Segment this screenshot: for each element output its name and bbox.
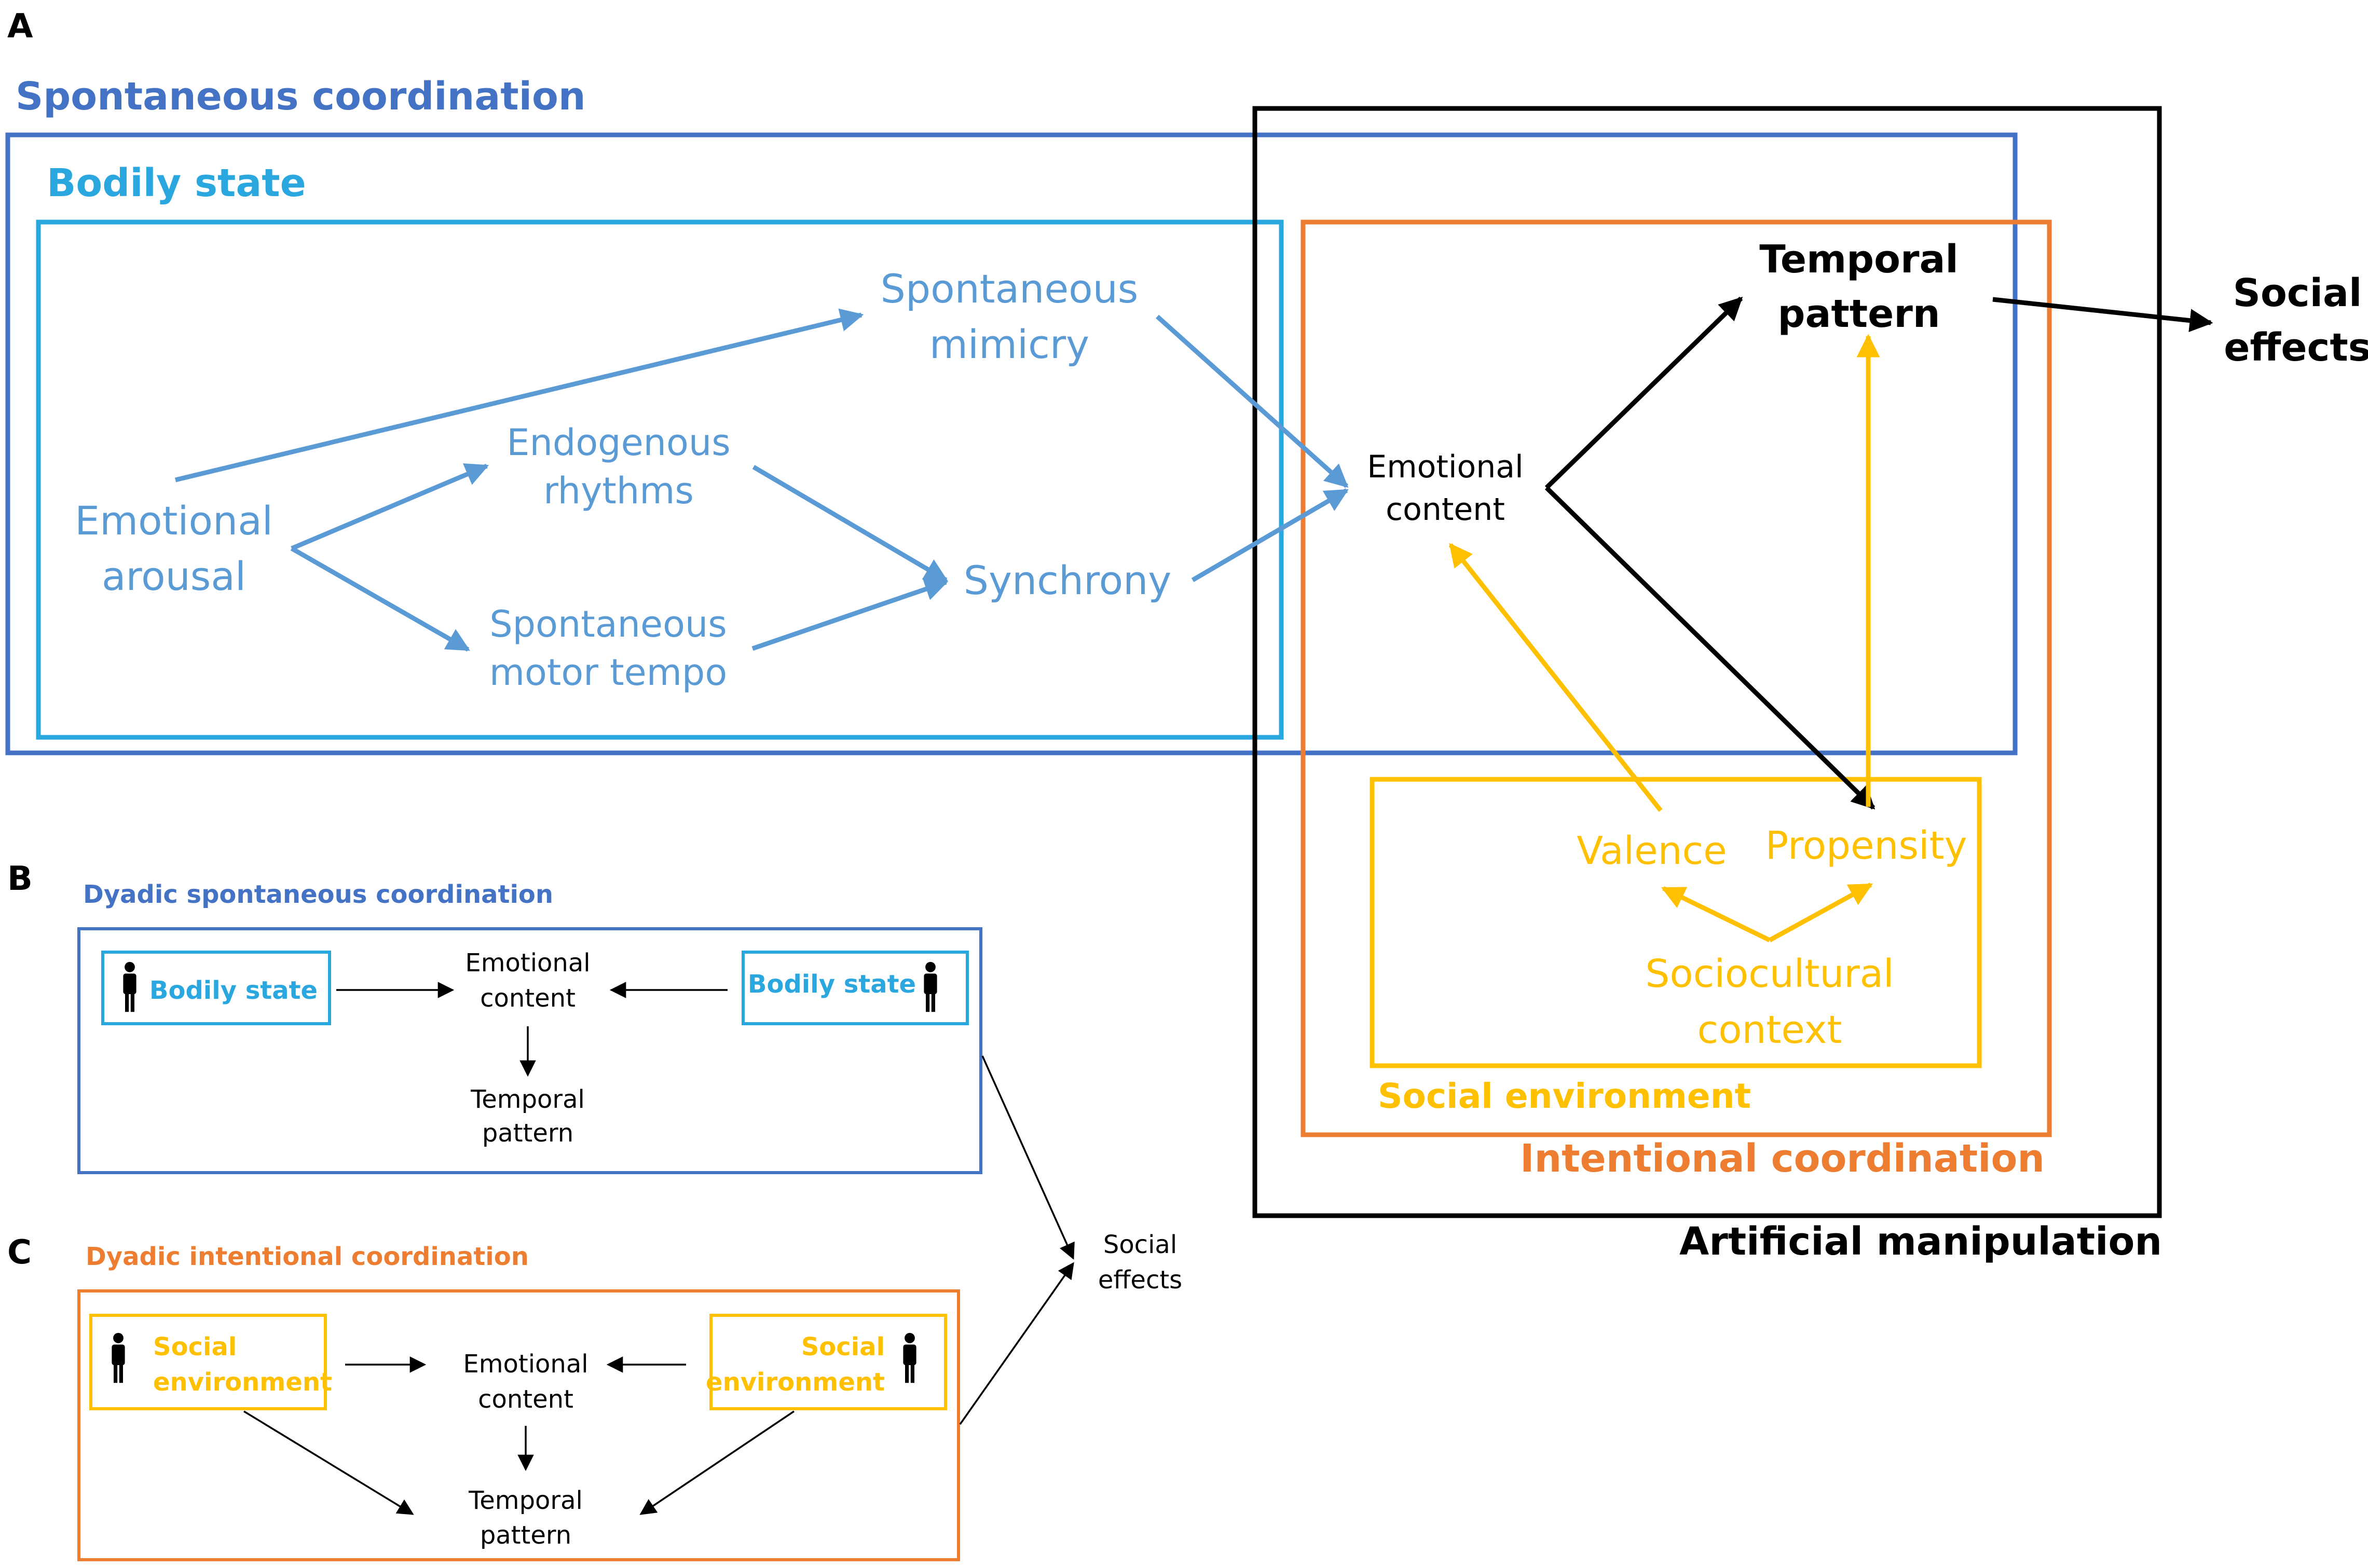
panel-b-right-bodily-state-label: Bodily state (748, 970, 916, 999)
artificial-manipulation-title: Artificial manipulation (1679, 1219, 2162, 1264)
panel-c-arrow-right-to-pattern (639, 1410, 795, 1515)
endogenous-rhythms-node: Endogenous rhythms (507, 421, 730, 512)
panel-letter-b: B (7, 860, 33, 898)
svg-text:Social: Social (801, 1332, 885, 1361)
spontaneous-coordination-title: Spontaneous coordination (16, 74, 586, 119)
svg-text:pattern: pattern (1777, 292, 1940, 336)
dyadic-social-effects: Social effects (1098, 1230, 1182, 1295)
panel-c-emotional-content: Emotional content (463, 1350, 588, 1414)
svg-text:content: content (1386, 491, 1505, 528)
svg-text:Propensity: Propensity (1765, 823, 1967, 868)
arrow-arousal-to-mimicry (174, 308, 864, 483)
svg-text:Valence: Valence (1577, 829, 1727, 873)
panel-b-right-bodily-state-box (742, 951, 969, 1025)
svg-text:Temporal: Temporal (468, 1486, 583, 1515)
social-environment-box (1370, 777, 1982, 1068)
panel-b-title: Dyadic spontaneous coordination (83, 880, 553, 909)
person-icon (112, 1332, 125, 1383)
arrow-content-to-propensity (1544, 486, 1876, 810)
valence-node: Valence (1577, 829, 1727, 873)
artificial-manipulation-box (1252, 106, 2162, 1218)
emotional-arousal-node: Emotional arousal (75, 498, 273, 599)
panel-letter-c: C (7, 1233, 32, 1272)
dyadic-intentional-box (77, 1289, 960, 1561)
panel-c-right-social-env-box (709, 1314, 947, 1410)
svg-text:effects: effects (1098, 1266, 1182, 1295)
bodily-state-title: Bodily state (47, 161, 306, 205)
panel-c-arrow-left-to-pattern (243, 1410, 414, 1515)
svg-text:Temporal: Temporal (470, 1085, 585, 1114)
svg-text:mimicry: mimicry (929, 321, 1089, 367)
arrow-synchrony-to-emotional-content (1191, 488, 1349, 582)
arrow-content-to-temporal-pattern (1544, 296, 1743, 490)
person-icon (903, 1332, 916, 1383)
spontaneous-mimicry-node: Spontaneous mimicry (881, 266, 1139, 367)
intentional-coordination-box (1301, 219, 2052, 1137)
svg-text:Emotional: Emotional (75, 498, 273, 544)
panel-letter-a: A (7, 7, 33, 46)
arrow-temporal-to-social-effects (1992, 297, 2213, 333)
arrow-arousal-to-endogenous (291, 463, 489, 551)
arrow-sociocultural-to-valence (1661, 886, 1771, 943)
synchrony-node: Synchrony (964, 557, 1172, 603)
propensity-node: Propensity (1765, 823, 1967, 868)
svg-text:rhythms: rhythms (543, 470, 694, 512)
sociocultural-context-node: Sociocultural context (1645, 952, 1894, 1052)
arrow-arousal-to-motor-tempo (290, 546, 470, 652)
svg-text:Emotional: Emotional (465, 948, 590, 978)
arrow-endogenous-to-synchrony (752, 465, 948, 582)
arrow-sociocultural-to-propensity (1768, 883, 1873, 942)
spontaneous-motor-tempo-node: Spontaneous motor tempo (489, 603, 727, 694)
arrow-mimicry-to-emotional-content (1155, 314, 1349, 488)
svg-text:content: content (480, 984, 576, 1013)
panel-b-left-bodily-state-label: Bodily state (149, 976, 318, 1005)
arrow-panel-c-to-social-effects (959, 1262, 1074, 1425)
panel-b-left-bodily-state-box (101, 951, 331, 1025)
bodily-state-box (36, 219, 1284, 740)
svg-text:Synchrony: Synchrony (964, 557, 1172, 603)
svg-text:arousal: arousal (102, 553, 246, 599)
svg-text:context: context (1698, 1008, 1842, 1052)
social-environment-title: Social environment (1378, 1076, 1751, 1116)
emotional-content-node: Emotional content (1367, 449, 1523, 528)
spontaneous-coordination-box (5, 132, 2018, 755)
dyadic-spontaneous-box (77, 927, 982, 1174)
svg-text:Sociocultural: Sociocultural (1645, 952, 1894, 996)
svg-text:environment: environment (153, 1368, 332, 1397)
svg-text:Temporal: Temporal (1759, 237, 1959, 282)
panel-c-right-social-env-label: Social environment (706, 1332, 885, 1397)
intentional-coordination-title: Intentional coordination (1520, 1136, 2045, 1181)
panel-b-temporal-pattern: Temporal pattern (470, 1085, 585, 1148)
svg-text:Spontaneous: Spontaneous (489, 603, 727, 645)
arrow-motor-tempo-to-synchrony (751, 577, 949, 651)
person-icon (123, 961, 136, 1012)
svg-text:Social: Social (1103, 1230, 1177, 1259)
panel-c-temporal-pattern: Temporal pattern (468, 1486, 583, 1550)
svg-text:environment: environment (706, 1368, 885, 1397)
panel-c-left-social-env-box (89, 1314, 327, 1410)
arrow-panel-b-to-social-effects (981, 1055, 1075, 1260)
arrow-valence-to-emotional-content (1448, 543, 1663, 812)
temporal-pattern-node: Temporal pattern (1759, 237, 1959, 336)
svg-text:Social: Social (2233, 271, 2362, 315)
person-icon (924, 961, 937, 1012)
social-effects-node: Social effects (2224, 271, 2368, 370)
svg-text:Emotional: Emotional (1367, 449, 1523, 485)
svg-text:pattern: pattern (480, 1521, 571, 1550)
svg-text:Emotional: Emotional (463, 1350, 588, 1379)
svg-text:Endogenous: Endogenous (507, 421, 730, 464)
svg-text:motor tempo: motor tempo (489, 651, 727, 694)
panel-c-left-social-env-label: Social environment (153, 1332, 332, 1397)
svg-text:Social: Social (153, 1332, 237, 1361)
svg-text:Spontaneous: Spontaneous (881, 266, 1139, 312)
svg-text:content: content (478, 1385, 573, 1414)
panel-c-title: Dyadic intentional coordination (86, 1242, 529, 1271)
svg-text:pattern: pattern (482, 1119, 573, 1148)
panel-b-emotional-content: Emotional content (465, 948, 590, 1013)
svg-text:effects: effects (2224, 325, 2368, 370)
